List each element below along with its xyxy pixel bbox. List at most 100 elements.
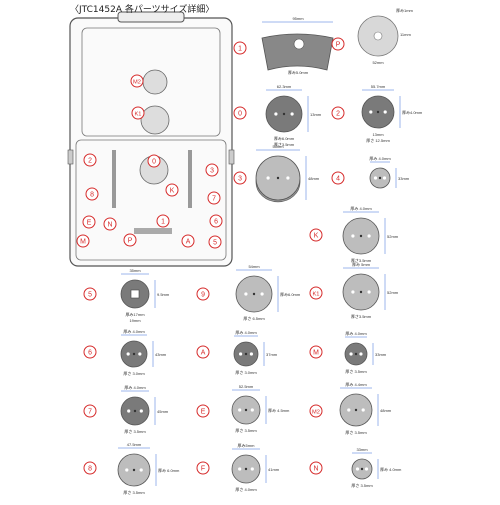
part-f-dim-2: 厚さ 4.0mm	[235, 486, 257, 492]
part-badge-0-ring	[233, 106, 247, 120]
part-badge-0-text: 0	[238, 111, 242, 118]
part-m2-dim-1: 48mm	[380, 408, 392, 413]
case-label-6-text: 6	[214, 219, 218, 226]
part-n-pin-left	[355, 467, 360, 471]
part-5-square-hole	[130, 289, 140, 299]
part-7-center	[133, 409, 137, 413]
case-plate-m2	[142, 69, 168, 95]
part-m2-dim-2: 厚さ 3.5mm	[345, 429, 367, 435]
part-2-pin-left	[369, 110, 373, 114]
part-5-dim-3: 19mm	[129, 318, 141, 323]
part-8-dim-2: 厚さ 3.5mm	[123, 489, 145, 495]
part-3-pin-right	[286, 176, 290, 180]
case-label-2-ring	[83, 153, 97, 167]
part-k1-dim-0: 厚み 5mm	[352, 261, 371, 267]
part-p-dim-1: 52mm	[372, 60, 384, 65]
part-0-dim-1: 13mm	[310, 112, 322, 117]
case-label-0-ring	[147, 154, 161, 168]
part-k-pin-left	[351, 234, 355, 238]
part-n-pin-right	[364, 467, 369, 471]
part-1-hole	[293, 38, 305, 50]
part-f-center	[244, 467, 248, 471]
part-badge-k1-text: K1	[313, 292, 320, 298]
part-a-dim-0: 厚み 4.0mm	[235, 329, 257, 335]
part-8-pin-right	[139, 468, 143, 472]
part-m-dim-1: 33mm	[375, 352, 387, 357]
part-f-pin-left	[238, 467, 242, 471]
case-label-k1-text: K1	[135, 112, 142, 118]
part-0-center	[282, 112, 286, 116]
part-m2-dim-0: 厚み 4.4mm	[345, 381, 367, 387]
part-7-dim-1: 45mm	[157, 409, 169, 414]
part-k1-pin-left	[351, 290, 355, 294]
part-3-dim-0: 55mm	[272, 144, 284, 149]
part-k-dim-2: 厚さ3.5mm	[351, 257, 372, 263]
part-k1-dim-2: 厚さ3.5mm	[351, 313, 372, 319]
part-badge-n-ring	[309, 461, 323, 475]
part-badge-f-text: F	[201, 466, 205, 473]
case-label-6-ring	[209, 214, 223, 228]
part-badge-p-ring	[331, 37, 345, 51]
case-plate-k1	[140, 105, 170, 135]
case-label-k1-ring	[131, 106, 145, 120]
part-e-pin-left	[238, 408, 242, 412]
case-label-m-ring	[76, 234, 90, 248]
case-label-5-ring	[208, 235, 222, 249]
part-badge-2-text: 2	[336, 111, 340, 118]
case-screw-right	[188, 150, 192, 208]
part-0-pin-left	[274, 112, 278, 116]
part-0-pin-right	[290, 112, 294, 116]
part-2-center	[376, 110, 380, 114]
case-label-p-ring	[123, 233, 137, 247]
part-3-center	[276, 176, 280, 180]
case-handle-bar	[134, 228, 172, 234]
case-label-k-ring	[165, 183, 179, 197]
part-1-dim-0: 95mm	[292, 16, 304, 21]
part-badge-3-text: 3	[238, 176, 242, 183]
part-badge-k1-ring	[309, 286, 323, 300]
part-9-dim-2: 厚さ 6.5mm	[243, 315, 265, 321]
part-6-dim-1: 43mm	[155, 352, 167, 357]
part-badge-6-text: 6	[88, 350, 92, 357]
part-8-pin-left	[125, 468, 129, 472]
case-latch-left	[67, 149, 74, 165]
case-screw-left	[112, 150, 116, 208]
part-7-pin-right	[139, 409, 143, 413]
part-8-dim-0: 47.5mm	[127, 442, 142, 447]
part-badge-m-text: M	[313, 350, 319, 357]
part-f-dim-1: 41mm	[268, 467, 280, 472]
part-p-hole	[373, 31, 383, 41]
part-5-dim-0: 35mm	[129, 268, 141, 273]
part-6-dim-2: 厚さ 3.0mm	[123, 370, 145, 376]
case-label-8-text: 8	[90, 192, 94, 199]
case-label-p-text: P	[128, 238, 133, 245]
part-6-pin-left	[126, 352, 130, 356]
part-4-pin-left	[373, 176, 378, 180]
part-badge-f-ring	[196, 461, 210, 475]
part-e-dim-1: 厚み 4.5mm	[268, 407, 290, 413]
part-2-dim-0: 55.7mm	[371, 84, 386, 89]
case-label-m2-ring	[130, 74, 144, 88]
part-4-center	[378, 176, 382, 180]
part-k1-center	[359, 290, 363, 294]
part-k-dim-1: 52mm	[387, 234, 399, 239]
case-label-a-ring	[181, 234, 195, 248]
part-badge-a-ring	[196, 345, 210, 359]
part-6-pin-right	[138, 352, 142, 356]
part-1-dim-1: 厚み5.0mm	[288, 69, 309, 75]
case-label-e-text: E	[87, 220, 92, 227]
part-9-center	[252, 292, 256, 296]
part-3-dim-1: 48mm	[308, 176, 320, 181]
part-badge-6-ring	[83, 345, 97, 359]
part-e-center	[244, 408, 248, 412]
part-badge-3-ring	[233, 171, 247, 185]
case-label-7-text: 7	[212, 196, 216, 203]
part-badge-7-text: 7	[88, 409, 92, 416]
part-n-dim-2: 厚さ 3.5mm	[351, 482, 373, 488]
part-k-center	[359, 234, 363, 238]
case-label-3-ring	[205, 163, 219, 177]
part-badge-e-ring	[196, 404, 210, 418]
case-label-a-text: A	[186, 239, 191, 246]
part-9-dim-0: 54mm	[248, 264, 260, 269]
